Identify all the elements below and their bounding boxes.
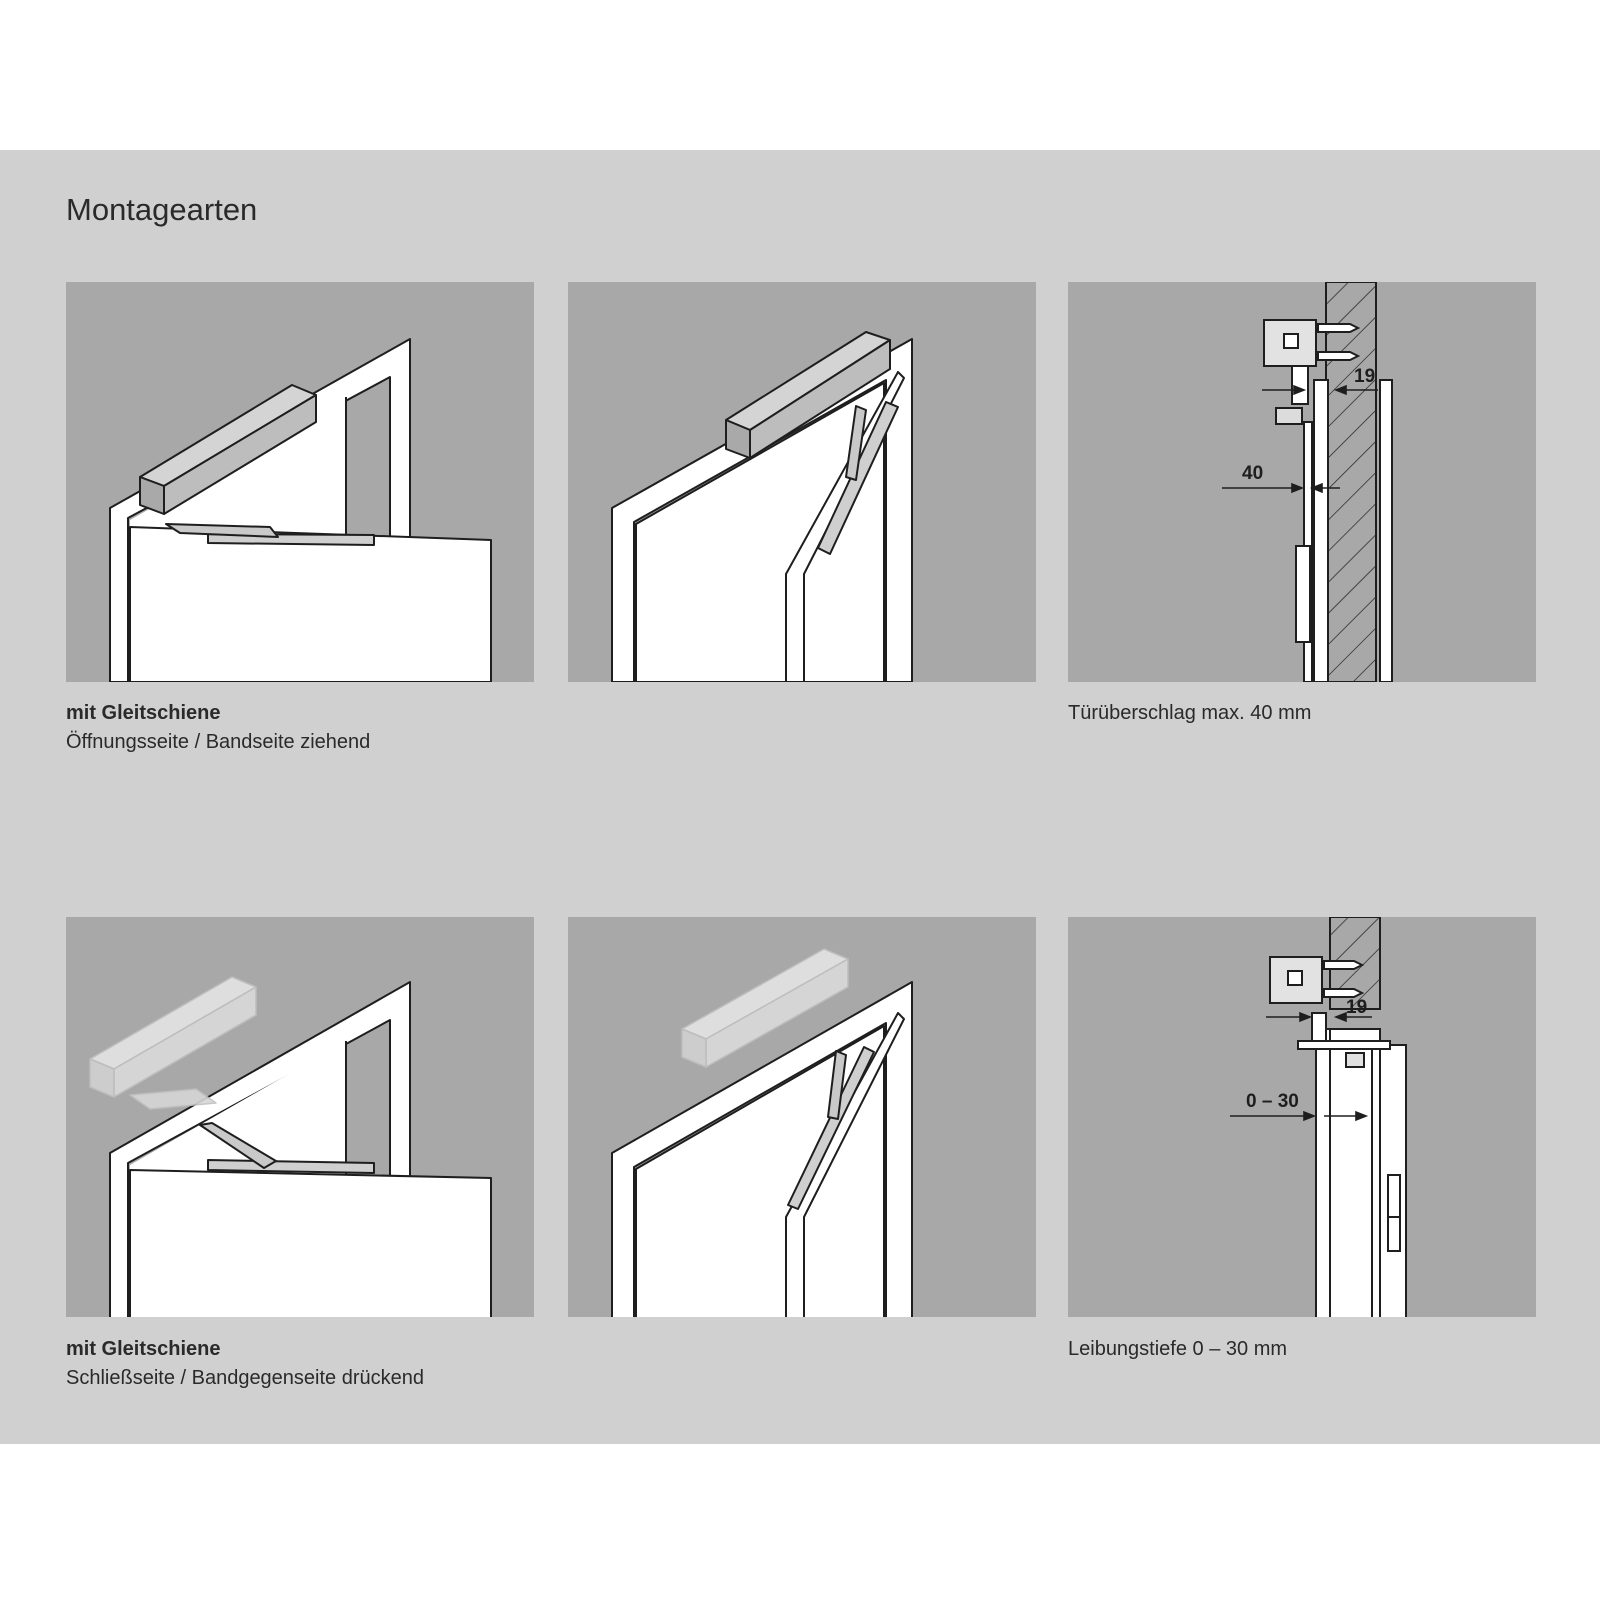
caption-row1-right: Türüberschlag max. 40 mm <box>1068 699 1311 728</box>
dim-label-0-30: 0 – 30 <box>1246 1091 1299 1112</box>
caption-subtitle: Schließseite / Bandgegenseite drückend <box>66 1367 425 1389</box>
dim-label-19: 19 <box>1346 997 1367 1018</box>
detail-door-rebate: 19 40 <box>1068 282 1536 682</box>
detail-reveal-depth: 19 0 – 30 <box>1068 917 1536 1317</box>
dim-label-19: 19 <box>1354 366 1375 387</box>
diagram-pull-side-frame <box>568 282 1036 682</box>
caption-title: mit Gleitschiene <box>66 702 221 724</box>
dim-label-40: 40 <box>1242 463 1263 484</box>
diagram-pull-side-door <box>66 282 534 682</box>
page-title: Montagearten <box>66 192 258 227</box>
caption-row1-left: mit Gleitschiene Öffnungsseite / Bandsei… <box>66 699 370 757</box>
detail-caption: Leibungstiefe 0 – 30 mm <box>1068 1338 1288 1360</box>
caption-row2-left: mit Gleitschiene Schließseite / Bandgege… <box>66 1335 424 1393</box>
caption-row2-right: Leibungstiefe 0 – 30 mm <box>1068 1335 1287 1364</box>
caption-title: mit Gleitschiene <box>66 1338 221 1360</box>
detail-caption: Türüberschlag max. 40 mm <box>1068 702 1312 724</box>
caption-subtitle: Öffnungsseite / Bandseite ziehend <box>66 731 371 753</box>
diagram-push-side-frame <box>568 917 1036 1317</box>
diagram-push-side-door <box>66 917 534 1317</box>
